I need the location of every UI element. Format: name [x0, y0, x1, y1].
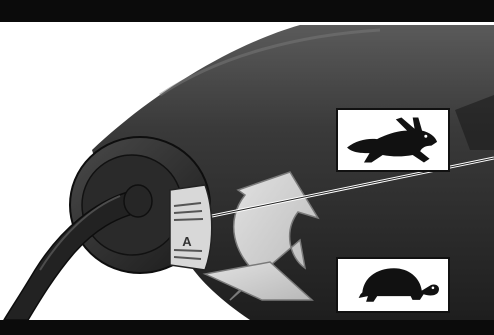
speed-selector-knob — [169, 184, 213, 271]
top-frame-bar — [0, 0, 494, 22]
curved-double-arrow-icon — [202, 171, 320, 301]
tortoise-icon — [358, 268, 439, 302]
slow-speed-badge — [336, 257, 450, 313]
bottom-frame-bar — [0, 320, 494, 335]
fast-speed-badge — [336, 108, 450, 172]
speed-selector-letter: A — [182, 234, 192, 249]
power-cord — [2, 184, 153, 321]
rabbit-icon — [347, 117, 438, 163]
